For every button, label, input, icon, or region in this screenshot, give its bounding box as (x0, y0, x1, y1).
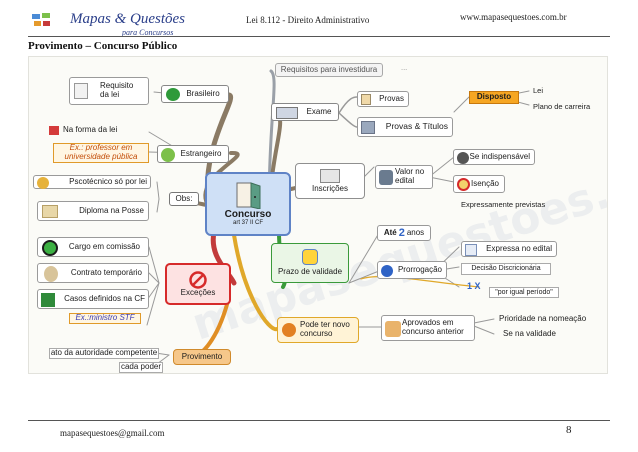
diploma-node[interactable]: Diploma na Posse (37, 201, 149, 221)
landscape-icon (41, 293, 55, 307)
obs-node[interactable]: Obs: (169, 192, 199, 206)
no-money-icon (457, 178, 470, 191)
central-title: Concurso (224, 209, 272, 221)
prazo-validade-node[interactable]: Prazo de validade (271, 243, 349, 283)
provas-node[interactable]: Provas (357, 91, 409, 107)
lei-label: Lei (533, 86, 544, 95)
prioridade-label: Prioridade na nomeação (499, 314, 587, 323)
expressa-edital-node[interactable]: Expressa no edital (461, 241, 557, 257)
provimento-node[interactable]: Provimento (173, 349, 231, 365)
decisao-node: Decisão Discricionária (461, 263, 551, 275)
se-na-validade-label: Se na validade (503, 329, 556, 338)
expressamente-label: Expressamente previstas (461, 200, 546, 209)
requisito-da-lei[interactable]: Requisito da lei (69, 77, 149, 105)
calendar-icon (302, 249, 318, 266)
valor-edital-node[interactable]: Valor no edital (375, 165, 433, 189)
ato-autoridade: ato da autoridade competente (49, 348, 159, 359)
estrangeiro-node[interactable]: Estrangeiro (157, 145, 229, 163)
isencao-node[interactable]: Isenção (453, 175, 505, 193)
provas-titulos-node[interactable]: Provas & Títulos (357, 117, 453, 137)
exame-node[interactable]: Exame (271, 103, 339, 121)
exam-icon (276, 107, 298, 119)
mind-map: mapasequestoes.com.br (28, 56, 608, 374)
logo-subtitle: para Concursos (122, 28, 174, 37)
brasileiro-node[interactable]: Brasileiro (161, 85, 229, 103)
brazil-flag-icon (166, 88, 180, 101)
por-igual-node: "por igual período" (489, 287, 559, 298)
prohibited-icon (189, 270, 207, 289)
requisitos-investidura[interactable]: Requisitos para investidura (275, 63, 383, 77)
diploma-icon (42, 205, 58, 218)
header-divider (28, 36, 610, 37)
cargo-em-comissao[interactable]: Cargo em comissão (37, 237, 149, 257)
inscricoes-node[interactable]: Inscrições (295, 163, 365, 199)
prorrogacao-node[interactable]: Prorrogação (377, 261, 447, 279)
plano-label: Plano de carreira (533, 102, 591, 111)
disposto-node[interactable]: Disposto (469, 91, 519, 104)
na-forma-da-lei[interactable]: Na forma da lei (49, 123, 147, 137)
header-subject: Lei 8.112 - Direito Administrativo (246, 15, 370, 25)
door-icon (236, 182, 261, 210)
header-website[interactable]: www.mapasequestoes.com.br (460, 12, 567, 22)
flag-icon (49, 125, 59, 135)
smiley-icon (161, 148, 175, 162)
warning-icon (282, 323, 296, 337)
footer-email[interactable]: mapasequestoes@gmail.com (60, 428, 165, 438)
papers-icon (361, 94, 371, 105)
page-title: Provimento – Concurso Público (28, 40, 178, 52)
central-node-concurso[interactable]: Concurso art 37 II CF (205, 172, 291, 236)
timer-icon (44, 266, 58, 282)
requisitos-more: ... (401, 63, 408, 72)
psicotecnico-node[interactable]: Pscotécnico só por lei (33, 175, 151, 189)
aprovados-node[interactable]: Aprovados em concurso anterior (381, 315, 475, 341)
money-icon (379, 170, 393, 185)
central-subtitle: art 37 II CF (232, 220, 263, 227)
logo-title: Mapas & Questões (70, 11, 185, 27)
ex-professor: Ex.: professor em universidade pública (53, 143, 149, 163)
ate-2-anos[interactable]: Até 2 anos (377, 225, 431, 241)
logo-icon (32, 13, 52, 29)
contrato-temporario[interactable]: Contrato temporário (37, 263, 149, 283)
ex-ministro: Ex.:ministro STF (69, 313, 141, 324)
cada-poder: cada poder (119, 362, 163, 373)
excecoes-node[interactable]: Exceções (165, 263, 231, 305)
coins-icon (457, 152, 469, 164)
brain-icon (37, 177, 49, 189)
pode-ter-novo-node[interactable]: Pode ter novo concurso (277, 317, 359, 343)
books-icon (361, 121, 375, 134)
clock-icon (42, 240, 58, 256)
page-number: 8 (566, 424, 572, 436)
info-icon (381, 265, 393, 277)
thumbs-up-icon (385, 321, 401, 337)
um-x-label: 1 X (467, 281, 481, 291)
footer-divider (28, 420, 610, 421)
edit-icon (465, 244, 477, 256)
checklist-icon (74, 83, 88, 99)
form-icon (320, 168, 340, 183)
casos-definidos[interactable]: Casos definidos na CF (37, 289, 149, 309)
se-indispensavel-node[interactable]: Se indispensável (453, 149, 535, 165)
